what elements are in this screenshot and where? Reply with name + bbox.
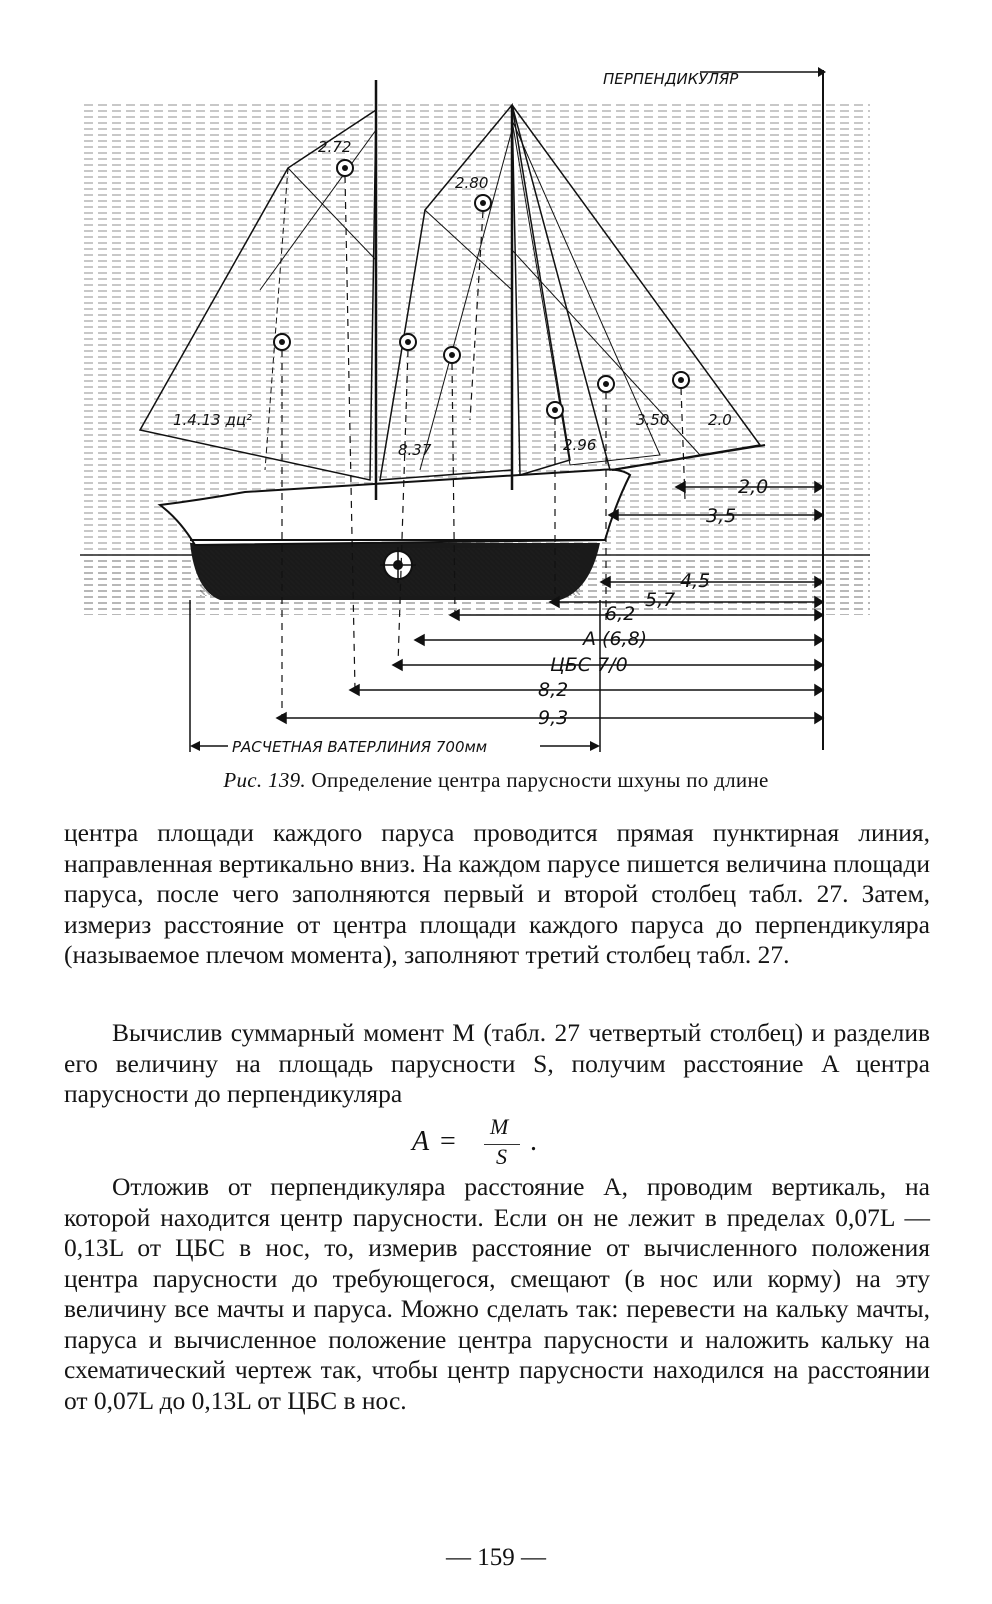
page-number: — 159 — xyxy=(446,1544,546,1571)
figure-caption: Рис. 139. Определение центра парусности … xyxy=(0,768,992,793)
aft-sail xyxy=(138,108,377,481)
figure-number: Рис. 139. xyxy=(223,768,306,792)
formula-equals: = xyxy=(440,1126,456,1157)
arm-lines xyxy=(275,480,825,725)
formula-end: . xyxy=(530,1126,537,1157)
arm-label: 4,5 xyxy=(680,570,710,592)
cbs-marker xyxy=(380,547,416,583)
jib-3 xyxy=(511,119,661,466)
sail-area-label: 3.50 xyxy=(636,411,669,429)
arm-label: 2,0 xyxy=(738,476,768,498)
arm-label: 3,5 xyxy=(706,505,736,527)
figure-caption-text: Определение центра парусности шхуны по д… xyxy=(311,768,769,792)
center-verticals xyxy=(281,175,686,720)
formula-numerator: M xyxy=(490,1114,509,1139)
schooner-figure: ПЕРПЕНДИКУЛЯР 1.4.13 дц² 2.72 2.80 8.37 … xyxy=(0,0,992,780)
sail-area-label: 1.4.13 дц² xyxy=(173,411,252,429)
bowsprit xyxy=(611,444,766,471)
formula: A = M S . xyxy=(412,1114,572,1174)
paragraph-1: центра площади каждого паруса проводится… xyxy=(64,818,930,969)
sail-area-label: 2.96 xyxy=(563,436,596,454)
arm-label: 5,7 xyxy=(645,589,675,611)
arm-label: 8,2 xyxy=(538,679,568,701)
formula-denominator: S xyxy=(496,1144,507,1169)
arm-label: A (6,8) xyxy=(581,628,647,650)
perpendicular-label: ПЕРПЕНДИКУЛЯР xyxy=(603,70,739,88)
waterline-label: РАСЧЕТНАЯ ВАТЕРЛИНИЯ 700мм xyxy=(232,738,487,756)
arm-label: 6,2 xyxy=(605,603,635,625)
sail-area-label: 2.80 xyxy=(455,174,488,192)
schooner-diagram: ПЕРПЕНДИКУЛЯР 1.4.13 дц² 2.72 2.80 8.37 … xyxy=(80,67,870,756)
sail-area-label: 2.0 xyxy=(708,411,732,429)
fore-sail xyxy=(379,102,513,481)
formula-lhs: A xyxy=(412,1126,430,1157)
fraction-bar xyxy=(484,1144,520,1145)
arm-label: ЦБС 7/0 xyxy=(550,654,628,676)
arm-label: 9,3 xyxy=(538,707,568,729)
paragraph-3: Отложив от перпендикуляра расстояние A, … xyxy=(64,1172,930,1415)
paragraph-2: Вычислив суммарный момент M (табл. 27 че… xyxy=(64,1018,930,1108)
jib-1 xyxy=(511,104,571,477)
sail-area-label: 2.72 xyxy=(318,138,351,156)
sail-area-label: 8.37 xyxy=(398,441,432,459)
